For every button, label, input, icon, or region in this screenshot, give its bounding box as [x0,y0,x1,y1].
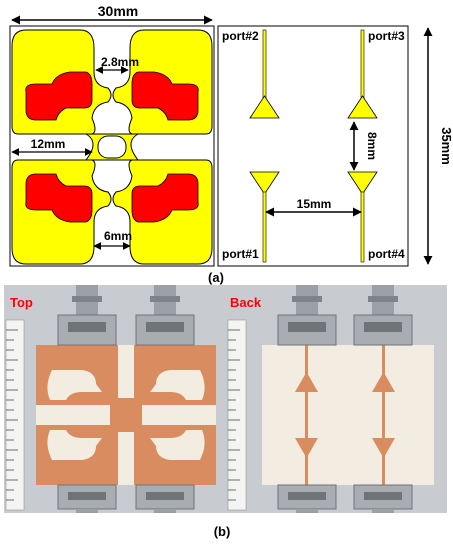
back-substrate-outline [217,25,409,267]
ruler-left-ticks [6,329,18,501]
port1-label: port#1 [222,247,259,261]
board-back-feed-right [382,345,385,485]
board-top-center-patch [110,398,142,432]
photo-panel: Top [4,285,447,513]
top-view-label: Top [10,295,33,310]
board-back-feed-left [305,345,308,485]
back-view-label: Back [230,295,262,310]
photo-back-view: Back [227,285,434,513]
feedline-left-top [262,29,267,99]
slot-bottom-right [131,173,199,223]
slot-bottom-left [25,173,93,223]
caption-b: (b) [214,524,231,539]
taper-left-top [249,95,280,119]
connector-back-top-right [353,285,413,346]
connector-bottom-right [135,484,195,513]
dim-width-label: 30mm [98,3,138,19]
connector-back-bottom-left [277,484,337,513]
board-top-slot-tr [150,370,205,400]
dim-separation-label: 15mm [297,197,332,211]
photo-top-view: Top [5,285,216,513]
feedline-left-bottom [262,191,267,263]
connector-top-left [57,285,117,346]
slot-top-right [131,71,199,121]
dim-bottom-gap-label: 6mm [104,229,132,243]
board-top-slot-bl [47,430,102,460]
ruler-right [227,319,247,511]
dim-side-label: 12mm [31,137,66,151]
taper-right-bottom [347,171,378,195]
board-back-taper-lt [295,372,318,392]
connector-back-bottom-right [353,484,413,513]
board-back-taper-lb [295,438,318,458]
port3-label: port#3 [368,29,405,43]
board-back-substrate [262,345,434,485]
ruler-right-ticks [228,329,240,501]
ruler-left [5,319,25,511]
connector-bottom-left [57,484,117,513]
dim-slot-gap-label: 2.8mm [101,55,139,69]
port2-label: port#2 [222,29,259,43]
connector-back-top-left [277,285,337,346]
feedline-right-bottom [360,191,365,263]
caption-a: (a) [208,270,224,285]
board-top-slot-br [150,430,205,460]
dim-spacing-label: 8mm [365,132,379,160]
connector-top-right [135,285,195,346]
slot-top-left [25,71,93,121]
board-top-slot-tl [47,370,102,400]
front-layout: 30mm 2.8mm 12mm 6mm [9,3,215,267]
board-back-taper-rt [372,372,395,392]
taper-right-top [347,95,378,119]
dim-height-label: 35mm [439,127,453,165]
back-layout: port#2 port#3 port#1 port#4 8mm 15mm 35m… [217,25,453,267]
taper-left-bottom [249,171,280,195]
patch-center-gap [97,135,127,159]
port4-label: port#4 [368,247,405,261]
board-back-taper-rb [372,438,395,458]
feedline-right-top [360,29,365,99]
